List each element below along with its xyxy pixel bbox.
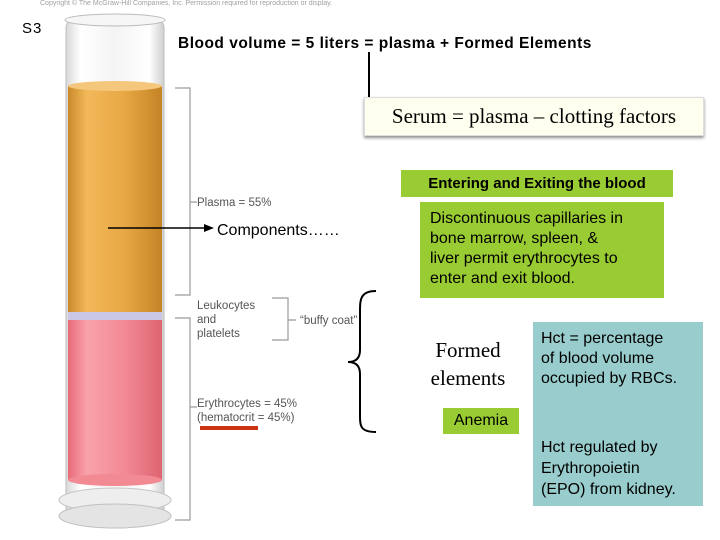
components-label: Components…… [217, 222, 340, 239]
erythrocytes-label: Erythrocytes = 45% (hematocrit = 45%) [197, 397, 297, 425]
serum-definition-box: Serum = plasma – clotting factors [364, 97, 704, 136]
leukocyte-bracket [272, 297, 296, 341]
buffy-coat-layer [68, 312, 162, 320]
hct-regulation: Hct regulated by Erythropoietin (EPO) fr… [541, 437, 701, 500]
hematocrit-info-box [533, 322, 703, 506]
entering-exiting-description: Discontinuous capillaries in bone marrow… [420, 202, 664, 298]
erythrocyte-layer [68, 320, 162, 480]
hct-regulation-line: (EPO) from kidney. [541, 481, 676, 498]
slide-title: Blood volume = 5 liters = plasma + Forme… [178, 35, 592, 52]
erythrocyte-bracket [175, 317, 197, 521]
slide-number: S3 [22, 20, 43, 37]
hct-definition-line: Hct = percentage [541, 330, 664, 347]
hct-regulation-line: Hct regulated by [541, 439, 658, 456]
buffy-coat-label: “buffy coat” [300, 315, 358, 327]
leukocytes-line-2: and [197, 314, 217, 326]
components-arrow [204, 224, 214, 232]
erythrocytes-line-1: Erythrocytes = 45% [197, 398, 298, 410]
leukocytes-line-3: platelets [197, 328, 240, 340]
formed-elements-brace [347, 290, 377, 433]
formed-elements-line-1: Formed [435, 338, 501, 362]
description-line: liver permit erythrocytes to [430, 250, 618, 267]
formed-elements-line-2: elements [430, 366, 506, 390]
leukocytes-line-1: Leukocytes [197, 300, 256, 312]
hct-definition-line: occupied by RBCs. [541, 370, 678, 387]
leukocytes-label: Leukocytes and platelets [197, 299, 255, 341]
plasma-label: Plasma = 55% [197, 197, 272, 209]
plasma-layer [68, 86, 162, 312]
copyright-notice: Copyright © The McGraw-Hill Companies, I… [40, 0, 333, 7]
anemia-label: Anemia [443, 408, 519, 434]
hct-regulation-line: Erythropoietin [541, 460, 640, 477]
description-line: enter and exit blood. [430, 270, 575, 287]
hct-definition: Hct = percentage of blood volume occupie… [541, 329, 701, 389]
plasma-bracket [175, 87, 197, 296]
description-line: Discontinuous capillaries in [430, 210, 623, 227]
description-line: bone marrow, spleen, & [430, 230, 599, 247]
hct-definition-line: of blood volume [541, 350, 654, 367]
hematocrit-line: (hematocrit = 45%) [197, 412, 295, 424]
entering-exiting-title: Entering and Exiting the blood [401, 170, 673, 197]
formed-elements-label: Formed elements [418, 336, 518, 392]
tube-rim [64, 13, 166, 27]
